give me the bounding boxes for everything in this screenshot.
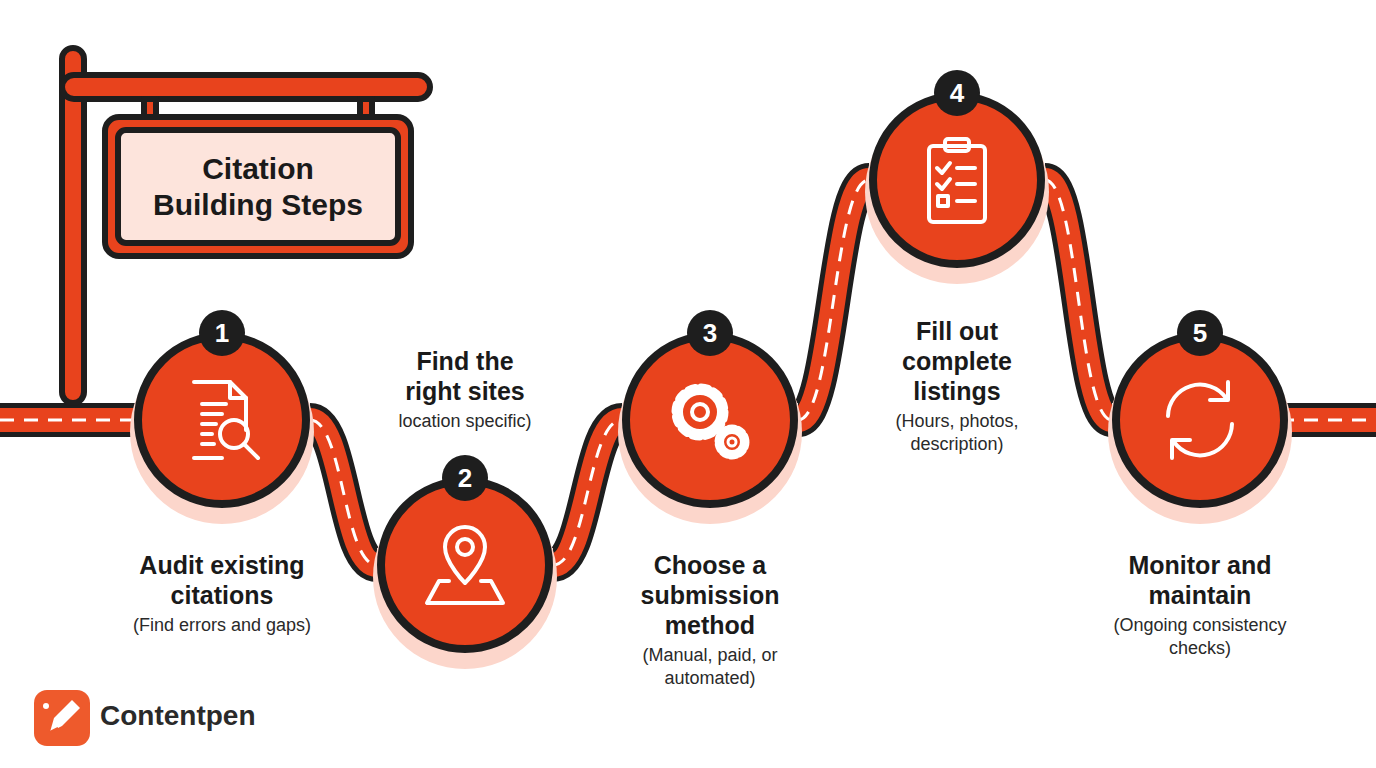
step-circle: 5Monitor and maintain(Ongoing consistenc… bbox=[1112, 332, 1288, 508]
road-connector bbox=[1045, 180, 1112, 420]
brand-name: Contentpen bbox=[100, 700, 256, 732]
step-icon bbox=[660, 370, 760, 470]
step-circle: 3Choose a submission method(Manual, paid… bbox=[622, 332, 798, 508]
step-icon bbox=[415, 515, 515, 615]
road-connector bbox=[553, 420, 622, 565]
sign-board: Citation Building Steps bbox=[118, 130, 398, 243]
step-heading: Monitor and maintain bbox=[1100, 550, 1300, 610]
step-note: location specific) bbox=[390, 410, 540, 433]
step-note: (Hours, photos, description) bbox=[872, 410, 1042, 457]
step-label: Find the right sites location specific) bbox=[390, 346, 540, 433]
step-label: Choose a submission method(Manual, paid,… bbox=[610, 550, 810, 691]
step-icon bbox=[907, 130, 1007, 230]
step-number: 4 bbox=[934, 70, 980, 116]
step-label: Audit existing citations (Find errors and… bbox=[117, 550, 327, 637]
step-heading: Choose a submission method bbox=[610, 550, 810, 640]
step-note: (Find errors and gaps) bbox=[117, 614, 327, 637]
road-connector bbox=[310, 420, 377, 565]
step-number: 3 bbox=[687, 310, 733, 356]
step-label: Fill out complete listings(Hours, photos… bbox=[872, 316, 1042, 457]
road-connector bbox=[798, 180, 869, 420]
step-circle: 1Audit existing citations(Find errors an… bbox=[134, 332, 310, 508]
step-circle: 4Fill out complete listings(Hours, photo… bbox=[869, 92, 1045, 268]
step-icon bbox=[172, 370, 272, 470]
step-note: (Manual, paid, or automated) bbox=[610, 644, 810, 691]
step-note: (Ongoing consistency checks) bbox=[1100, 614, 1300, 661]
step-heading: Fill out complete listings bbox=[872, 316, 1042, 406]
step-number: 5 bbox=[1177, 310, 1223, 356]
logo-mark bbox=[34, 690, 90, 746]
step-heading: Audit existing citations bbox=[117, 550, 327, 610]
step-circle: 2Find the right siteslocation specific) bbox=[377, 477, 553, 653]
diagram-title: Citation Building Steps bbox=[143, 151, 373, 223]
step-label: Monitor and maintain(Ongoing consistency… bbox=[1100, 550, 1300, 661]
step-heading: Find the right sites bbox=[390, 346, 540, 406]
step-number: 2 bbox=[442, 455, 488, 501]
step-number: 1 bbox=[199, 310, 245, 356]
step-icon bbox=[1150, 370, 1250, 470]
